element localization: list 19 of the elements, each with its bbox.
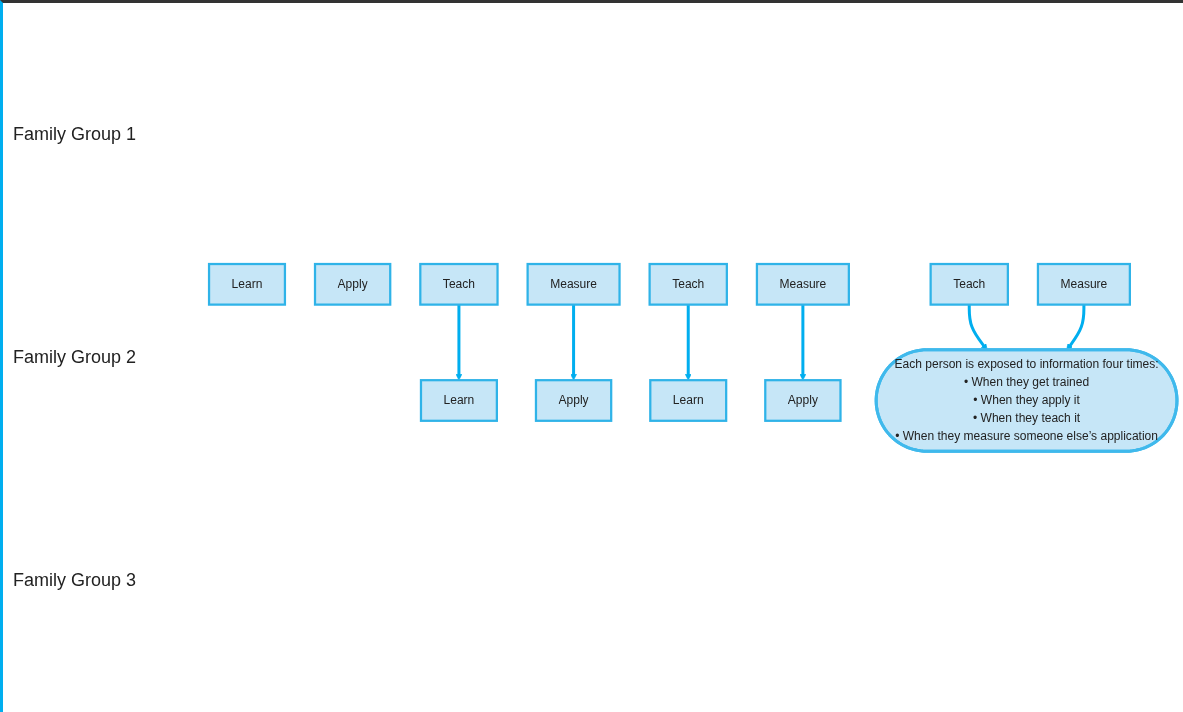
node-box: Teach [419,262,499,306]
arrow [799,304,807,381]
node-box: Learn [207,262,287,306]
arrow [455,304,463,381]
node-box: Teach [648,262,728,306]
arrow [570,304,577,381]
node-box: Measure [526,262,621,306]
row-label: Family Group 3 [13,570,138,591]
arrow [684,304,692,381]
node-box: Apply [764,378,842,422]
node-box: Learn [649,378,728,422]
row-label: Family Group 2 [13,347,138,368]
row-label: Family Group 1 [13,124,138,145]
node-box: Measure [1036,262,1131,306]
node-box: Apply [313,262,392,306]
node-box: Learn [419,378,498,422]
node-box: Measure [755,262,850,306]
node-box: Teach [929,262,1009,306]
node-box: Apply [534,378,613,422]
